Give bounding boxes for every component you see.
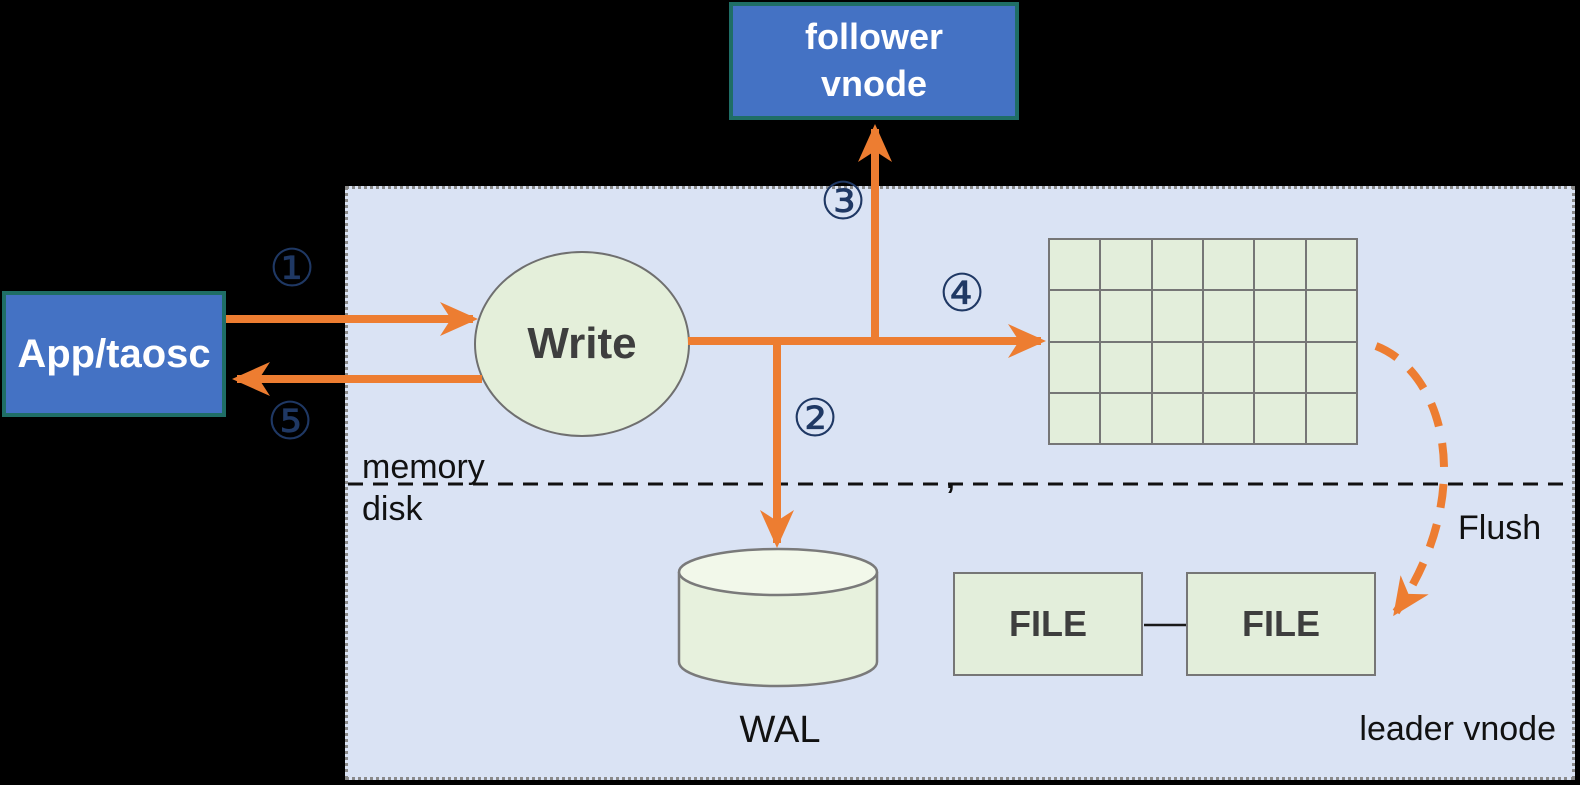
- memtable-cell: [1050, 240, 1100, 290]
- memtable-cell: [1203, 342, 1254, 392]
- memtable-cell: [1101, 393, 1151, 443]
- memtable-cell: [1152, 393, 1202, 443]
- step-4-badge: ④: [938, 264, 986, 324]
- memtable-cell: [1255, 342, 1305, 392]
- memtable-cell: [1306, 240, 1356, 290]
- file-label: FILE: [1009, 603, 1087, 644]
- step-1-badge: ①: [268, 239, 316, 299]
- memtable-cell: [1152, 240, 1202, 290]
- memtable-cell: [1306, 342, 1356, 392]
- memtable-cell: [1050, 291, 1100, 341]
- step-2-badge: ②: [791, 389, 839, 449]
- flush-label: Flush: [1458, 509, 1542, 547]
- leader-vnode-label: leader vnode: [1359, 710, 1556, 748]
- stray-comma-mark: ,: [946, 459, 955, 495]
- memtable-cell: [1255, 240, 1305, 290]
- wal-cylinder-icon: [677, 547, 879, 688]
- memtable-cell: [1050, 393, 1100, 443]
- memtable-cell: [1050, 342, 1100, 392]
- step-5-badge: ⑤: [266, 392, 314, 452]
- memtable-cell: [1255, 291, 1305, 341]
- memtable-cell: [1203, 291, 1254, 341]
- memtable-cell: [1101, 291, 1151, 341]
- memtable-cell: [1101, 240, 1151, 290]
- memtable-cell: [1306, 393, 1356, 443]
- memtable-cell: [1101, 342, 1151, 392]
- memtable-cell: [1203, 393, 1254, 443]
- memtable-cell: [1306, 291, 1356, 341]
- memtable-cell: [1203, 240, 1254, 290]
- app-taosc-label: App/taosc: [17, 331, 211, 376]
- wal-label: WAL: [739, 709, 821, 751]
- memtable-cell: [1152, 342, 1202, 392]
- file-label: FILE: [1242, 603, 1320, 644]
- memtable-cell: [1152, 291, 1202, 341]
- memtable-cell: [1255, 393, 1305, 443]
- wal-cylinder-top: [677, 547, 879, 597]
- memtable-grid: [1048, 238, 1358, 445]
- step-3-badge: ③: [819, 172, 867, 232]
- file-box: FILE: [953, 572, 1143, 676]
- follower-vnode-label-line2: vnode: [820, 63, 927, 104]
- write-label: Write: [527, 319, 637, 368]
- follower-vnode-label-line1: follower: [804, 16, 943, 58]
- file-box: FILE: [1186, 572, 1376, 676]
- app-taosc-box: App/taosc: [2, 291, 226, 417]
- memory-label: memory: [362, 448, 485, 486]
- disk-label: disk: [362, 490, 423, 528]
- wal-cylinder-body: [677, 572, 879, 688]
- write-process-circle: Write: [474, 251, 690, 437]
- follower-vnode-box: follower vnode: [729, 2, 1019, 120]
